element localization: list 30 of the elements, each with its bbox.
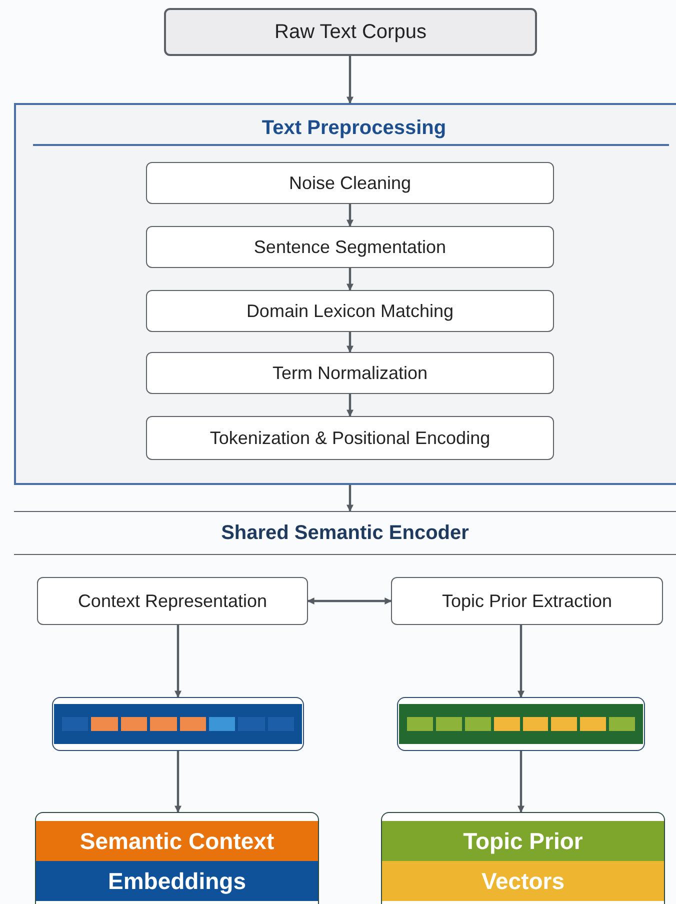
process-box: Domain Lexicon Matching <box>146 290 554 332</box>
section-band: Shared Semantic Encoder <box>14 511 676 555</box>
process-box: Tokenization & Positional Encoding <box>146 416 554 460</box>
arrow <box>518 625 524 698</box>
output-label: Topic Prior <box>382 821 664 861</box>
panel-heading: Text Preprocessing <box>260 116 448 141</box>
process-box: Topic Prior Extraction <box>391 577 663 625</box>
output-label: Embeddings <box>36 861 318 901</box>
arrow <box>518 751 524 813</box>
input-box: Raw Text Corpus <box>164 8 537 56</box>
process-box: Sentence Segmentation <box>146 226 554 268</box>
arrow <box>174 625 182 698</box>
arrow <box>346 204 354 227</box>
process-box: Term Normalization <box>146 352 554 394</box>
output-card <box>35 812 319 904</box>
process-box: Context Representation <box>37 577 308 625</box>
arrow <box>346 56 354 104</box>
group-panel <box>14 103 676 485</box>
arrow <box>346 485 354 512</box>
arrow <box>174 751 182 813</box>
arrow <box>346 268 354 291</box>
output-card <box>381 812 665 904</box>
process-box: Noise Cleaning <box>146 162 554 204</box>
arrow <box>346 394 354 417</box>
output-label: Semantic Context <box>36 821 318 861</box>
arrow <box>307 598 392 604</box>
vector-bar <box>52 697 304 751</box>
output-label: Vectors <box>382 861 664 901</box>
vector-bar <box>397 697 645 751</box>
arrow <box>346 332 354 353</box>
